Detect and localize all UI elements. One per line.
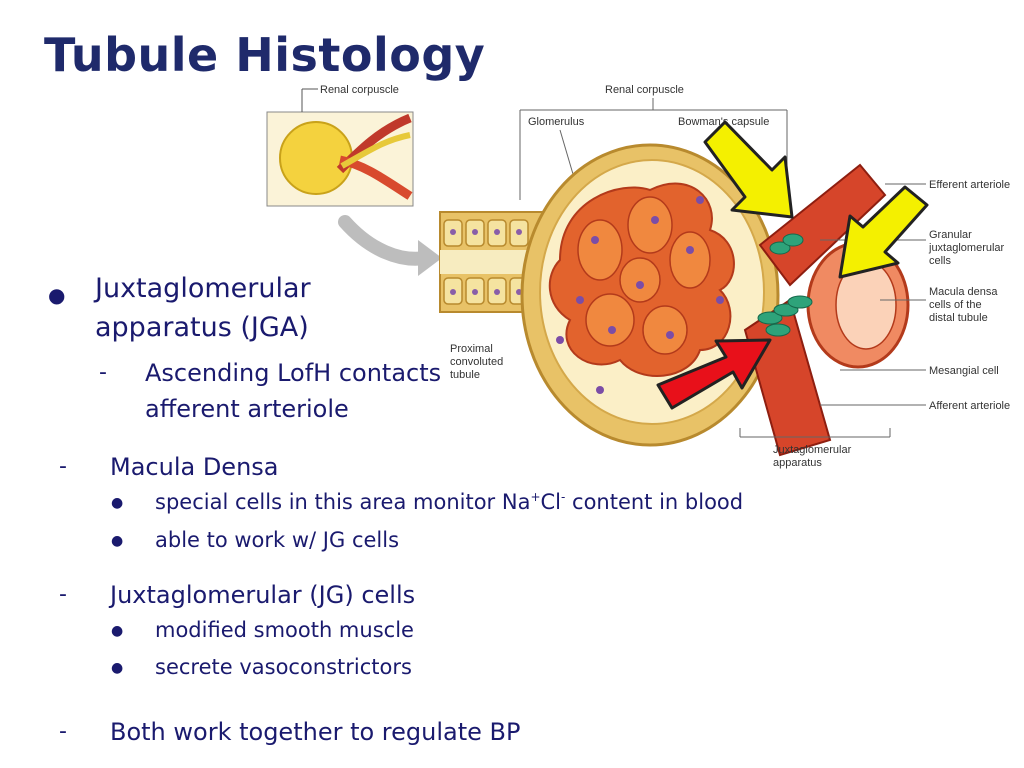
label-afferent-arteriole: Afferent arteriole xyxy=(929,400,1010,412)
gray-pointer-arrow xyxy=(338,215,432,266)
jg-cells-heading: Juxtaglomerular (JG) cells xyxy=(110,581,416,609)
dash-marker: - xyxy=(59,454,67,479)
macula-densa-heading: Macula Densa xyxy=(110,453,279,481)
label-jga-2: apparatus xyxy=(773,457,822,469)
bullet-jga-line2: apparatus (JGA) xyxy=(95,312,309,343)
label-granular-3: cells xyxy=(929,255,952,267)
jg-item-smooth-muscle: modified smooth muscle xyxy=(155,618,414,642)
label-granular-2: juxtaglomerular xyxy=(928,242,1005,254)
label-jga-1: Juxtaglomerular xyxy=(773,444,852,456)
slide-title: Tubule Histology xyxy=(44,28,486,82)
bullet-marker: ● xyxy=(111,533,124,549)
macula-item-na-cl: special cells in this area monitor Na+Cl… xyxy=(155,490,744,514)
yellow-arrow-right-icon xyxy=(838,185,929,279)
label-proximal-2: convoluted xyxy=(450,356,503,368)
label-glomerulus: Glomerulus xyxy=(528,116,585,128)
sub-ascending-line2: afferent arteriole xyxy=(145,395,349,423)
bullet-marker: ● xyxy=(111,623,124,639)
proximal-tubule xyxy=(439,211,551,313)
label-renal-corpuscle: Renal corpuscle xyxy=(605,84,684,96)
bullet-jga-line1: Juxtaglomerular xyxy=(95,273,311,304)
bullet-marker: ● xyxy=(111,495,124,511)
dash-marker: - xyxy=(99,360,107,385)
bullet-marker: ● xyxy=(48,283,66,307)
label-efferent-arteriole: Efferent arteriole xyxy=(929,179,1010,191)
dash-marker: - xyxy=(59,582,67,607)
label-proximal-3: tubule xyxy=(450,369,480,381)
red-arrow-icon xyxy=(656,338,772,410)
both-regulate-bp: Both work together to regulate BP xyxy=(110,718,521,746)
macula-item-jg: able to work w/ JG cells xyxy=(155,528,400,552)
label-macula-2: cells of the xyxy=(929,299,982,311)
sub-ascending-line1: Ascending LofH contacts xyxy=(145,359,442,387)
yellow-arrow-upper-icon xyxy=(703,120,794,219)
label-granular-1: Granular xyxy=(929,229,972,241)
label-proximal-1: Proximal xyxy=(450,343,493,355)
glomerulus-body xyxy=(520,143,780,447)
label-macula-1: Macula densa xyxy=(929,286,998,298)
bullet-marker: ● xyxy=(111,660,124,676)
inset-renal-corpuscle-image xyxy=(266,111,414,207)
efferent-arteriole xyxy=(758,163,887,287)
label-mesangial: Mesangial cell xyxy=(929,365,999,377)
granular-cells xyxy=(757,233,813,337)
label-macula-3: distal tubule xyxy=(929,312,988,324)
dash-marker: - xyxy=(59,719,67,744)
jg-item-vasoconstrictors: secrete vasoconstrictors xyxy=(155,655,412,679)
label-renal-corpuscle-small: Renal corpuscle xyxy=(320,84,399,96)
